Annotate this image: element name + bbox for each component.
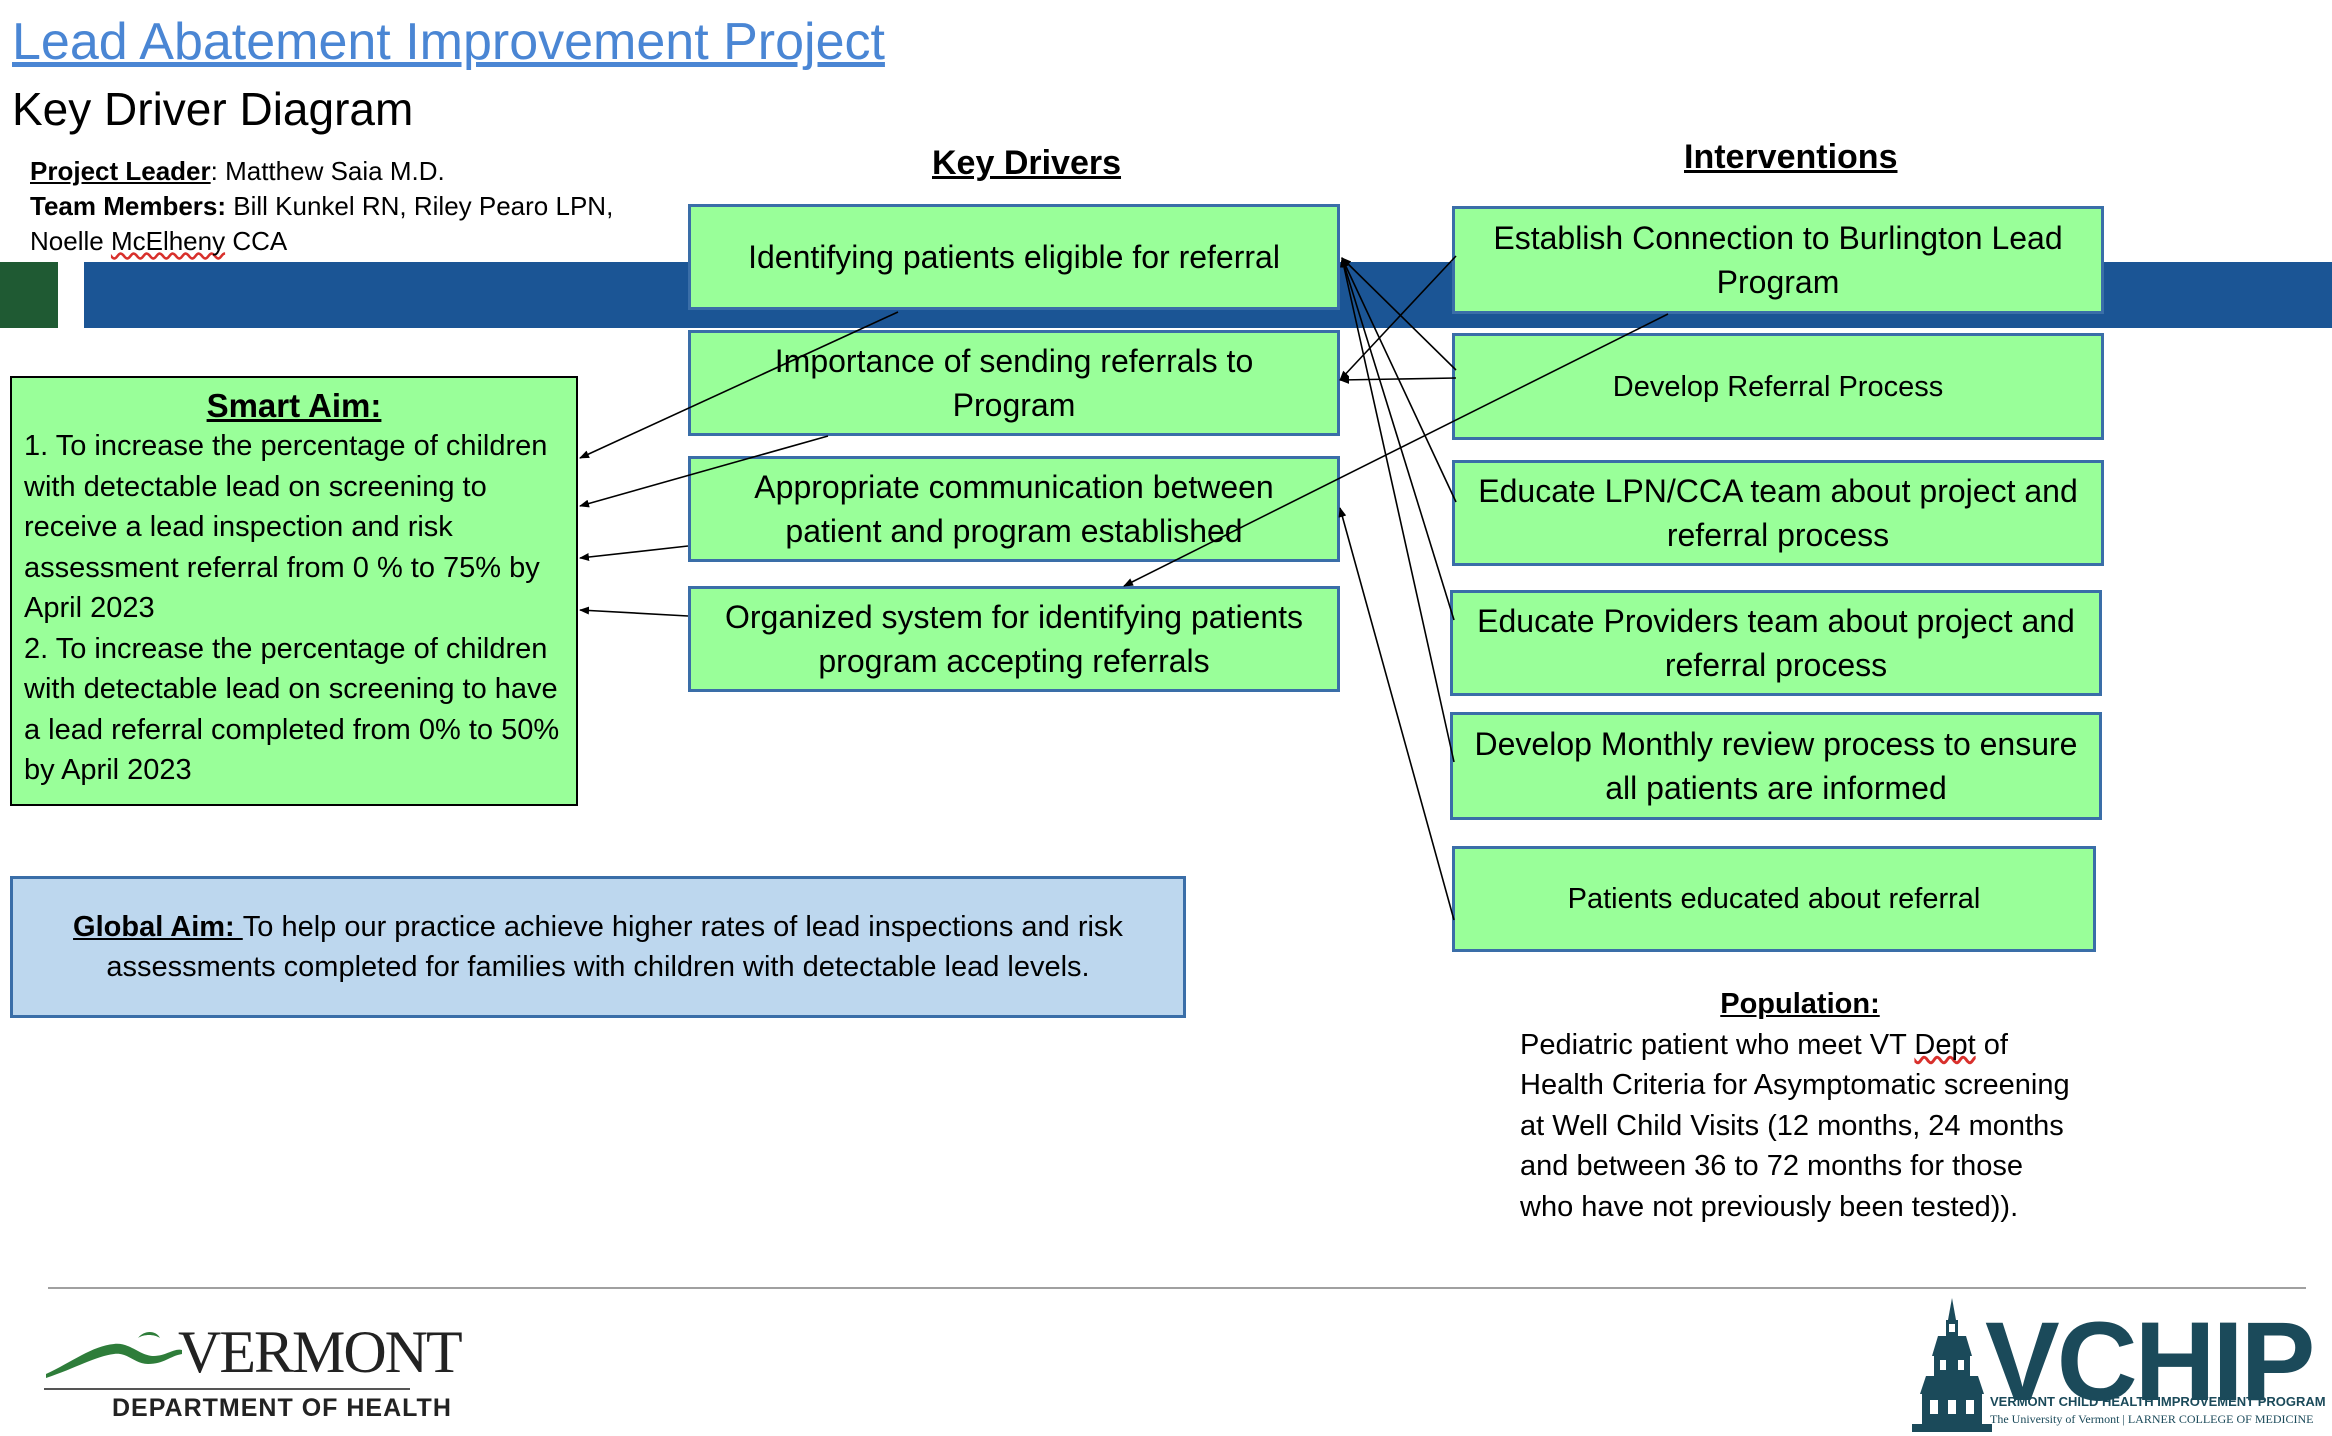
arrow-driver2-to-aim bbox=[579, 435, 829, 508]
vermont-mountains-icon bbox=[46, 1332, 182, 1378]
key-driver-label: Appropriate communication between patien… bbox=[754, 469, 1274, 549]
team-member-text: Noelle bbox=[30, 226, 111, 256]
team-members-line: Team Members: Bill Kunkel RN, Riley Pear… bbox=[30, 189, 670, 224]
team-member-surname: McElheny bbox=[110, 226, 226, 256]
intervention-box-1: Establish Connection to Burlington Lead … bbox=[1452, 206, 2104, 314]
arrow-int4-to-driver1 bbox=[1340, 257, 1455, 621]
intervention-label: Establish Connection to Burlington Lead … bbox=[1493, 220, 2063, 300]
key-driver-label: Identifying patients eligible for referr… bbox=[748, 239, 1280, 275]
smart-aim-item-1: 1. To increase the percentage of childre… bbox=[24, 430, 548, 624]
population-text-c: of Health Criteria for Asymptomatic scre… bbox=[1520, 1028, 2070, 1223]
vdh-department: DEPARTMENT OF HEALTH bbox=[112, 1394, 452, 1422]
team-members-line-2: Noelle McElheny CCA bbox=[30, 224, 670, 259]
global-aim-text-block: Global Aim: To help our practice achieve… bbox=[53, 907, 1143, 987]
intervention-label: Develop Referral Process bbox=[1612, 370, 1944, 403]
intervention-box-5: Develop Monthly review process to ensure… bbox=[1450, 712, 2102, 820]
interventions-heading: Interventions bbox=[1684, 138, 1898, 176]
intervention-label: Develop Monthly review process to ensure… bbox=[1474, 726, 2078, 806]
tower-icon bbox=[1912, 1298, 1992, 1432]
population-block: Population: Pediatric patient who meet V… bbox=[1520, 984, 2080, 1228]
intervention-label: Patients educated about referral bbox=[1567, 883, 1981, 915]
project-leader-label: Project Leader bbox=[30, 156, 211, 186]
key-driver-box-1: Identifying patients eligible for referr… bbox=[688, 204, 1340, 310]
intervention-box-2: Develop Referral Process bbox=[1452, 333, 2104, 440]
population-text-dept: Dept bbox=[1914, 1028, 1976, 1061]
key-driver-box-4: Organized system for identifying patient… bbox=[688, 586, 1340, 692]
arrow-int6-to-driver3 bbox=[1338, 507, 1455, 921]
arrow-driver3-to-aim bbox=[579, 545, 689, 561]
vdh-name: VERMONT bbox=[178, 1319, 463, 1385]
arrow-driver4-to-aim bbox=[579, 606, 689, 617]
vchip-full-name: VERMONT CHILD HEALTH IMPROVEMENT PROGRAM bbox=[1990, 1394, 2326, 1409]
smart-aim-heading: Smart Aim: bbox=[206, 387, 382, 424]
key-drivers-heading: Key Drivers bbox=[932, 144, 1122, 182]
arrow-driver1-to-aim bbox=[579, 311, 899, 459]
global-aim-text: To help our practice achieve higher rate… bbox=[106, 911, 1123, 983]
project-leader-line: Project Leader: Matthew Saia M.D. bbox=[30, 154, 670, 189]
arrow-int5-to-driver1 bbox=[1340, 257, 1455, 763]
arrow-int2-to-driver1 bbox=[1341, 257, 1457, 371]
intervention-box-3: Educate LPN/CCA team about project and r… bbox=[1452, 460, 2104, 566]
team-members-label: Team Members: bbox=[30, 191, 227, 221]
vchip-affiliation: The University of Vermont | LARNER COLLE… bbox=[1990, 1412, 2314, 1426]
arrow-int1-to-driver2 bbox=[1339, 255, 1457, 381]
key-driver-label: Organized system for identifying patient… bbox=[724, 599, 1304, 679]
vdh-divider bbox=[44, 1388, 410, 1390]
intervention-label: Educate LPN/CCA team about project and r… bbox=[1478, 473, 2078, 553]
footer-divider bbox=[48, 1287, 2306, 1289]
team-info: Project Leader: Matthew Saia M.D. Team M… bbox=[30, 154, 670, 259]
global-aim-label: Global Aim: bbox=[73, 911, 243, 943]
team-member-role: CCA bbox=[225, 226, 288, 256]
project-title-link[interactable]: Lead Abatement Improvement Project bbox=[12, 13, 885, 71]
intervention-label: Educate Providers team about project and… bbox=[1477, 603, 2075, 683]
population-text: Pediatric patient who meet VT Dept of He… bbox=[1520, 1025, 2080, 1228]
intervention-box-6: Patients educated about referral bbox=[1452, 846, 2096, 952]
vchip-name: VCHIP bbox=[1985, 1299, 2315, 1424]
key-driver-box-3: Appropriate communication between patien… bbox=[688, 456, 1340, 562]
key-driver-box-2: Importance of sending referrals to Progr… bbox=[688, 330, 1340, 436]
project-leader-value: : Matthew Saia M.D. bbox=[210, 156, 445, 186]
population-heading: Population: bbox=[1720, 988, 1880, 1020]
key-driver-label: Importance of sending referrals to Progr… bbox=[774, 343, 1254, 423]
arrow-int3-to-driver1 bbox=[1341, 257, 1457, 503]
green-accent-block bbox=[0, 262, 58, 328]
smart-aim-box: Smart Aim: 1. To increase the percentage… bbox=[10, 376, 578, 806]
intervention-box-4: Educate Providers team about project and… bbox=[1450, 590, 2102, 696]
arrow-int1-to-driver4 bbox=[1123, 313, 1669, 587]
population-text-a: Pediatric patient who meet VT bbox=[1520, 1028, 1915, 1061]
smart-aim-item-2: 2. To increase the percentage of childre… bbox=[24, 632, 560, 787]
global-aim-box: Global Aim: To help our practice achieve… bbox=[10, 876, 1186, 1018]
team-members-value: Bill Kunkel RN, Riley Pearo LPN, bbox=[226, 191, 614, 221]
page-subtitle: Key Driver Diagram bbox=[12, 83, 414, 135]
